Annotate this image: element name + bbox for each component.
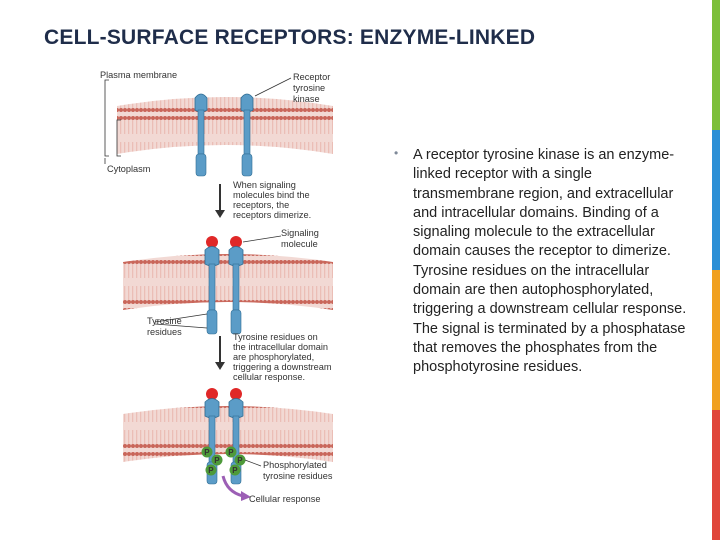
label-cellular-response: Cellular response (249, 494, 321, 504)
label-step2-line3: are phosphorylated, (233, 352, 314, 362)
label-step1-line3: receptors, the (233, 200, 289, 210)
receptor-monomer-2 (240, 93, 254, 177)
receptor-monomer-1 (194, 93, 208, 177)
membrane-panel-3 (123, 406, 333, 462)
membrane-panel-2 (123, 254, 333, 310)
label-step1-line2: molecules bind the (233, 190, 310, 200)
label-tyrosine-line2: residues (147, 327, 182, 337)
label-step2-line5: cellular response. (233, 372, 305, 382)
label-receptor-1: Receptor (293, 72, 330, 82)
bullet-text: A receptor tyrosine kinase is an enzyme-… (413, 147, 687, 376)
label-signal-line2: molecule (281, 239, 318, 249)
svg-text:P: P (208, 466, 214, 475)
label-phosphorylated-line1: Phosphorylated (263, 460, 327, 470)
svg-text:P: P (232, 466, 238, 475)
edge-strip-red (712, 410, 720, 540)
edge-strip-green (712, 0, 720, 130)
svg-text:P: P (214, 456, 220, 465)
label-step2-line4: triggering a downstream (233, 362, 332, 372)
label-tyrosine-line1: Tyrosine (147, 316, 182, 326)
label-signal-line1: Signaling (281, 228, 319, 238)
label-plasma-membrane: Plasma membrane (100, 70, 177, 80)
label-step1-line4: receptors dimerize. (233, 210, 311, 220)
label-receptor-3: kinase (293, 94, 320, 104)
label-step2-line2: the intracellular domain (233, 342, 328, 352)
svg-text:P: P (237, 456, 243, 465)
label-step1-line1: When signaling (233, 180, 296, 190)
label-phosphorylated-line2: tyrosine residues (263, 471, 333, 481)
label-receptor-2: tyrosine (293, 83, 325, 93)
membrane-panel-1 (117, 97, 333, 154)
receptor-tyrosine-kinase-diagram: P P P P P P Plasma membrane Receptor tyr… (100, 70, 333, 504)
bullet-marker: • (394, 146, 399, 160)
page-title: CELL-SURFACE RECEPTORS: ENZYME-LINKED (44, 26, 536, 49)
edge-strip-orange (712, 270, 720, 410)
label-step2-line1: Tyrosine residues on (233, 332, 318, 342)
cellular-response-arrow (221, 475, 244, 498)
receptor-dimer-2 (204, 236, 244, 335)
label-cytoplasm: Cytoplasm (107, 164, 151, 174)
svg-text:P: P (204, 448, 210, 457)
phosphate-groups: P P P P P P (201, 446, 246, 476)
svg-text:P: P (228, 448, 234, 457)
edge-strip-blue (712, 130, 720, 270)
